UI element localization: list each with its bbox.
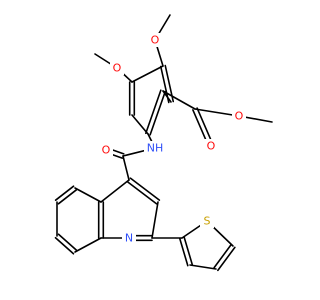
atom-o-ester-ether: O bbox=[232, 109, 246, 123]
bond-c4-c5 bbox=[131, 114, 149, 135]
bond-q4-q3-a bbox=[126, 181, 158, 205]
bond-q4a-q4 bbox=[100, 179, 130, 203]
svg-text:O: O bbox=[151, 34, 160, 47]
molecule-diagram: O O O O O NH N S bbox=[54, 14, 273, 272]
svg-text:O: O bbox=[113, 62, 122, 75]
svg-text:N: N bbox=[125, 232, 133, 245]
atom-o-amide: O bbox=[99, 143, 113, 157]
bond-c6-ce bbox=[162, 90, 196, 110]
svg-text:S: S bbox=[204, 215, 211, 228]
bond-t2-t3-a bbox=[178, 237, 189, 267]
bond-t3-t4 bbox=[189, 264, 217, 270]
svg-text:O: O bbox=[102, 144, 111, 157]
atom-s-thiophene: S bbox=[200, 214, 214, 228]
bond-c1-c2 bbox=[131, 65, 164, 83]
atom-n-quinoline: N bbox=[122, 231, 136, 245]
molecule-structure: O O O O O NH N S bbox=[54, 14, 273, 272]
bond-q4a-q5 bbox=[74, 187, 102, 203]
atom-nh-amide: NH bbox=[144, 141, 166, 156]
atom-o-ester-carbonyl: O bbox=[204, 139, 218, 153]
bond-ce-oe1-b bbox=[196, 107, 214, 146]
svg-text:O: O bbox=[207, 140, 216, 153]
atom-o-methoxy-left: O bbox=[110, 61, 124, 75]
bond-q3-q2 bbox=[151, 201, 159, 239]
bond-q5-q6-b bbox=[57, 189, 78, 205]
bond-ca-q4 bbox=[122, 155, 130, 181]
bond-t4-t5-b bbox=[213, 243, 232, 269]
bond-c5-c6-a bbox=[149, 90, 166, 136]
svg-text:O: O bbox=[235, 110, 244, 123]
bond-ce-oe2 bbox=[194, 108, 240, 117]
svg-text:NH: NH bbox=[147, 142, 164, 155]
bond-t2-t3-b bbox=[183, 236, 194, 266]
bond-q7-q8-b bbox=[57, 233, 78, 252]
atom-label-layer: O O O O O NH N S bbox=[99, 33, 246, 245]
bond-c6-c3 bbox=[162, 90, 172, 103]
bond-q8-q8a bbox=[74, 237, 102, 253]
bond-q7-q8-a bbox=[54, 236, 75, 255]
bond-c5-c6-b bbox=[145, 89, 162, 135]
bond-layer bbox=[54, 14, 273, 272]
bond-q5-q6-a bbox=[54, 185, 75, 201]
atom-o-methoxy-top: O bbox=[148, 33, 162, 47]
bond-t4-t5-a bbox=[217, 246, 236, 272]
bond-q4-q3-b bbox=[129, 177, 161, 201]
